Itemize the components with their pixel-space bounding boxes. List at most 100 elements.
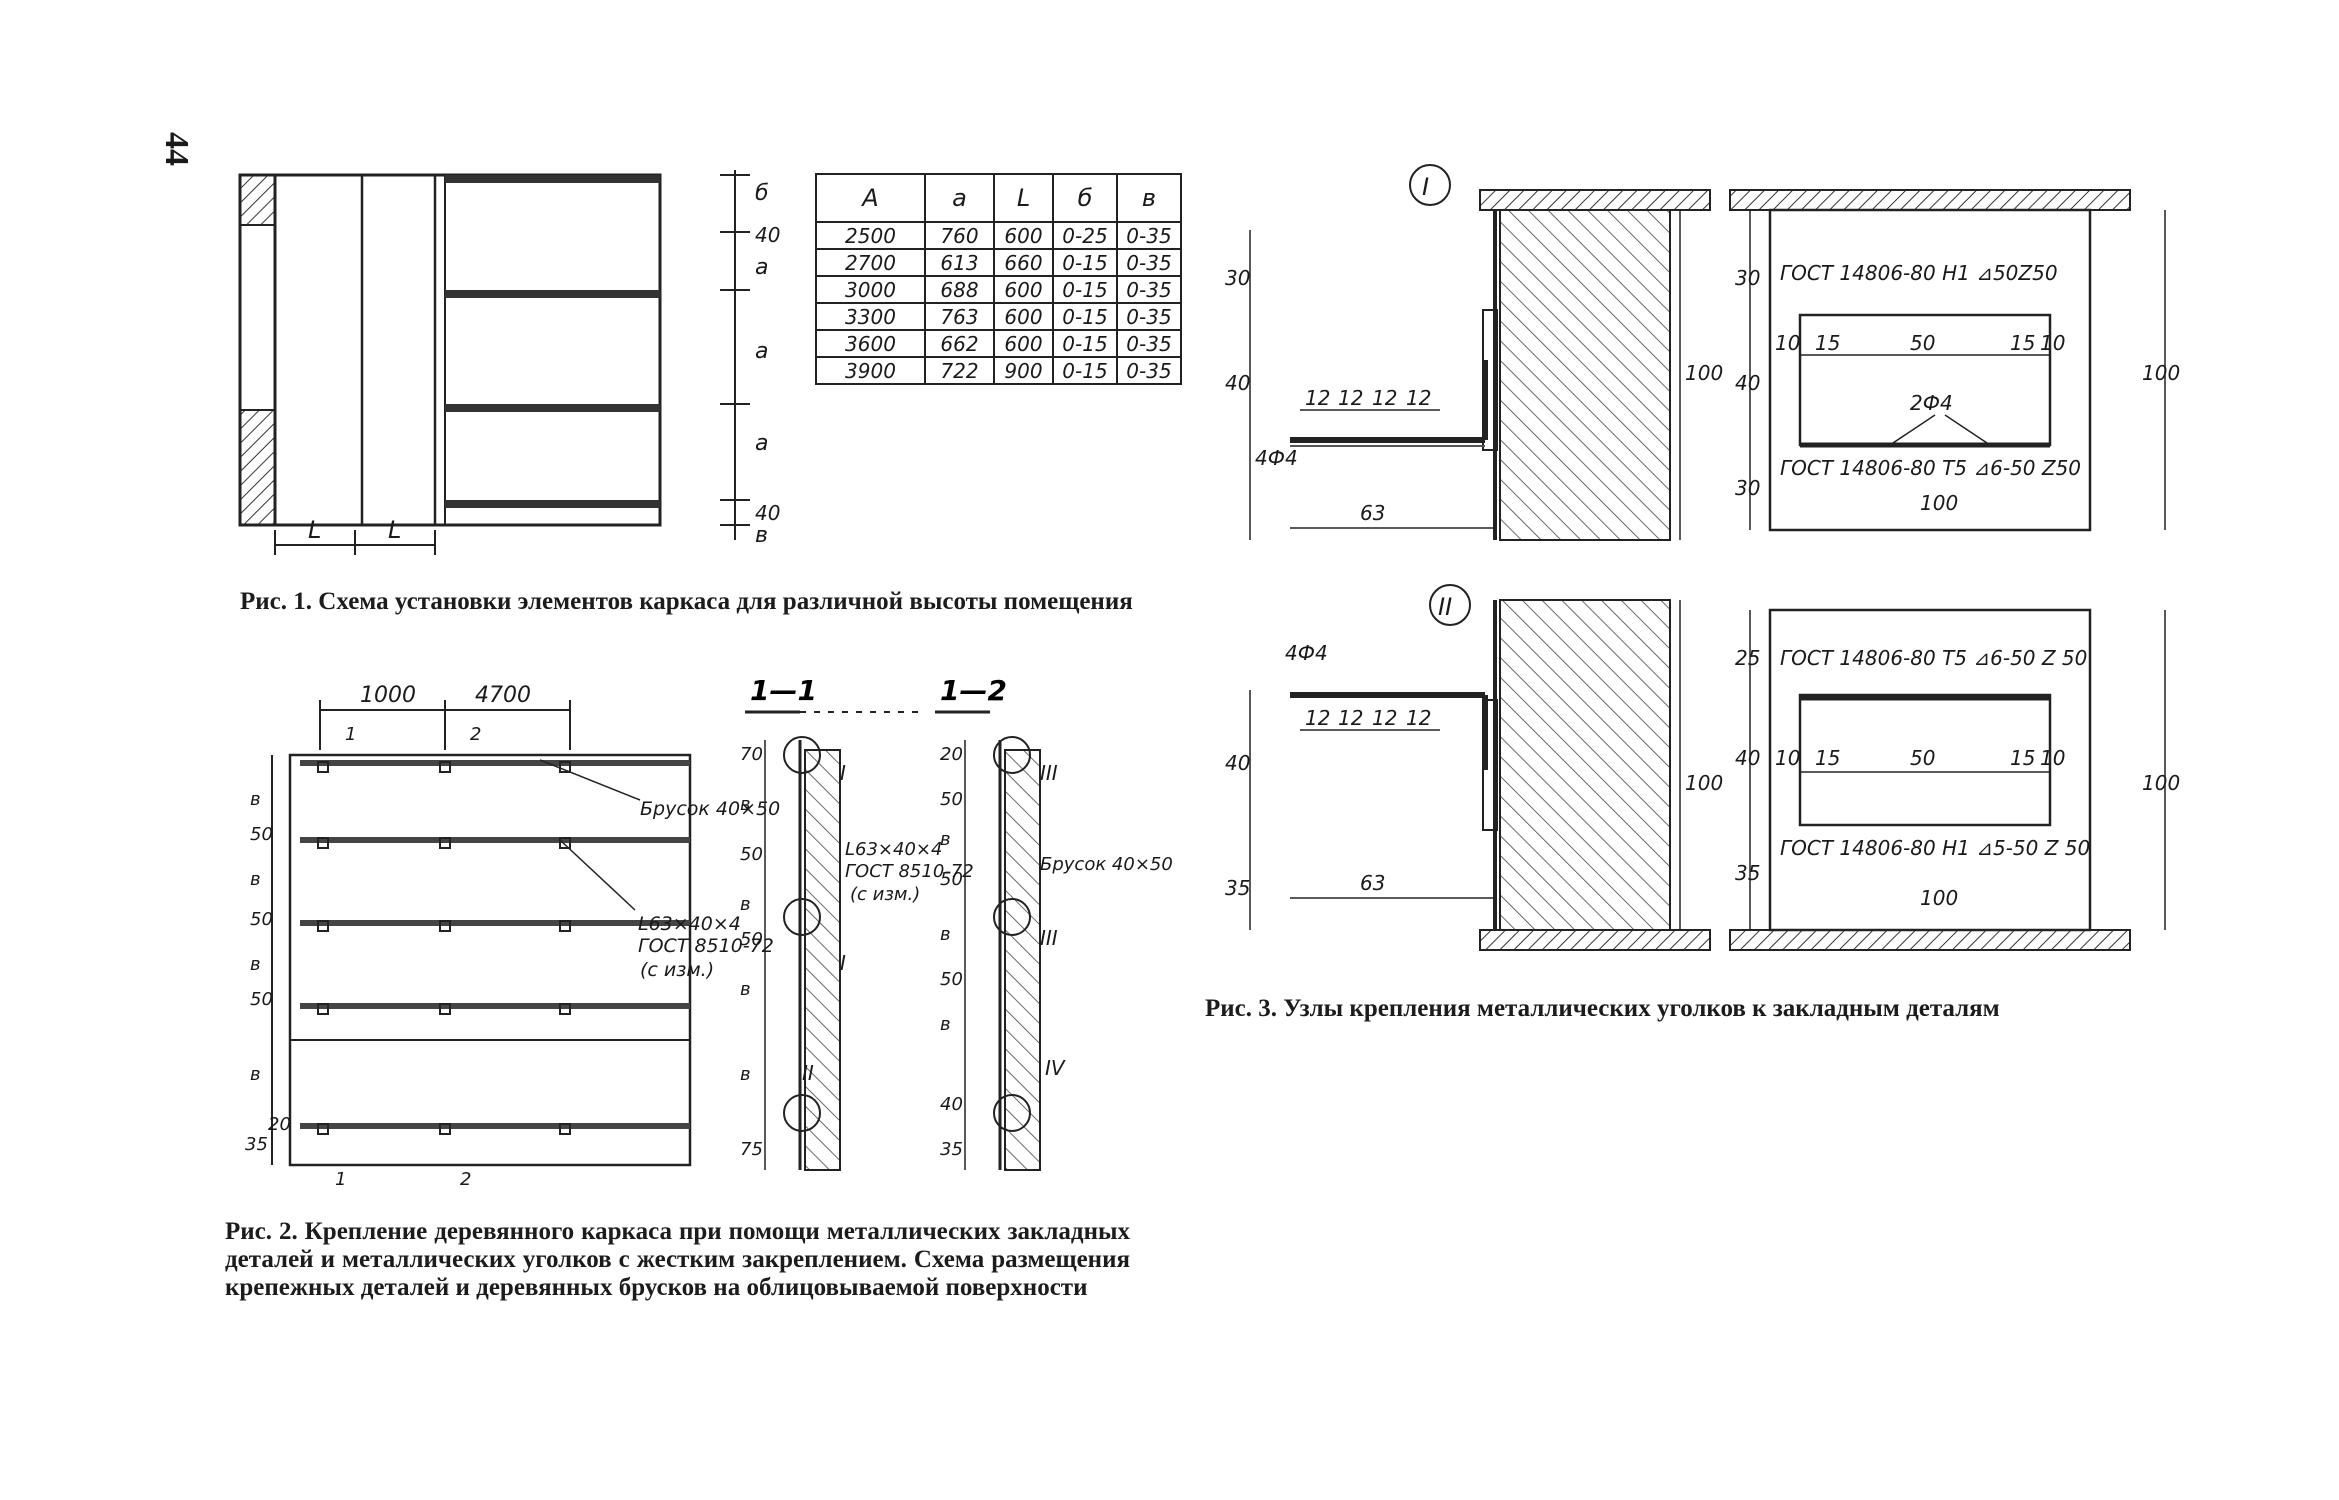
table-cell: 600 [993, 275, 1054, 304]
dim-label: 35 [1225, 876, 1250, 900]
section-mark: 2 [470, 724, 481, 745]
dim-label: 15 [1815, 746, 1840, 770]
table-cell: 900 [993, 356, 1054, 385]
dim-label: в [250, 1064, 261, 1085]
svg-text:б: б [755, 181, 769, 206]
dim-label: 15 [1815, 331, 1840, 355]
table-cell: 722 [924, 356, 995, 385]
table-cell: 0-35 [1116, 356, 1182, 385]
dim-label: 100 [1920, 886, 1958, 910]
table-cell: 3900 [815, 356, 926, 385]
bar-label: 2Ф4 [1910, 391, 1953, 415]
table-cell: 660 [993, 248, 1054, 277]
svg-text:в: в [755, 523, 768, 548]
fig2-angle-label: L63×40×4 [638, 913, 741, 935]
dim-label: 30 [1735, 266, 1760, 290]
node-label: III [1040, 761, 1058, 785]
dim-label: 12 [1406, 386, 1431, 410]
fig2-drawing: 1000 4700 1 2 1 2 Брусок 40×50 L63×40×4 … [245, 674, 1173, 1190]
table-row: 3000 688 600 0-15 0-35 [815, 275, 1182, 304]
bar-label: 4Ф4 [1285, 641, 1328, 665]
svg-text:a: a [755, 255, 768, 280]
dim-label: в [740, 1064, 751, 1085]
dim-label: 50 [740, 929, 763, 950]
dim-label: 30 [1225, 266, 1250, 290]
fig2-dim-4700: 4700 [475, 683, 531, 708]
dim-label: 100 [1685, 771, 1723, 795]
dim-label: 50 [250, 824, 273, 845]
table-cell: 600 [993, 302, 1054, 331]
dim-label: 40 [940, 1094, 963, 1115]
table-cell: 0-35 [1116, 221, 1182, 250]
table-row: 3300 763 600 0-15 0-35 [815, 302, 1182, 331]
dim-label: 63 [1360, 501, 1385, 525]
dim-label: 12 [1338, 386, 1363, 410]
table-cell: 0-15 [1052, 356, 1118, 385]
dim-label: 12 [1406, 706, 1431, 730]
dim-label: 50 [250, 909, 273, 930]
dim-label: 50 [1910, 331, 1935, 355]
table-cell: 2500 [815, 221, 926, 250]
dim-label: 70 [740, 744, 763, 765]
node-label: I [840, 761, 846, 785]
table-cell: 760 [924, 221, 995, 250]
table-header: б [1052, 173, 1118, 223]
dim-label: в [740, 979, 751, 1000]
dim-label: 40 [1225, 371, 1250, 395]
node-label: III [1040, 926, 1058, 950]
fig1-drawing: б 40 a a a 40 в L L [238, 170, 780, 555]
dim-label: 12 [1305, 706, 1330, 730]
dim-label: 20 [268, 1114, 291, 1135]
page-number: 44 [158, 132, 195, 166]
dim-label: в [250, 869, 261, 890]
dim-label: 40 [1735, 746, 1760, 770]
node-label: II [802, 1061, 814, 1085]
fig3-drawing: I 12 12 12 12 4Ф4 63 30 40 100 ГОСТ 1480… [1225, 164, 2180, 951]
svg-text:a: a [755, 431, 768, 456]
node-label: I [1422, 173, 1429, 201]
table-cell: 0-15 [1052, 275, 1118, 304]
table-cell: 0-35 [1116, 248, 1182, 277]
table-cell: 0-35 [1116, 329, 1182, 358]
table-cell: 600 [993, 329, 1054, 358]
dim-label: в [250, 789, 261, 810]
gost-label: ГОСТ 14806-80 H1 ⊿50Z50 [1780, 261, 2058, 285]
dim-label: 100 [2142, 361, 2180, 385]
dim-label: 25 [1735, 646, 1760, 670]
table-cell: 662 [924, 329, 995, 358]
table-cell: 763 [924, 302, 995, 331]
dim-label: 15 [2010, 331, 2035, 355]
section-angle-label: L63×40×4 [845, 839, 942, 860]
svg-text:40: 40 [755, 223, 780, 247]
table-cell: 0-15 [1052, 329, 1118, 358]
fig2-izm-label: (с изм.) [640, 959, 714, 981]
dim-label: в [940, 924, 951, 945]
table-cell: 613 [924, 248, 995, 277]
table-cell: 2700 [815, 248, 926, 277]
section-izm-label: (с изм.) [850, 884, 920, 905]
dim-label: в [740, 894, 751, 915]
dim-label: 100 [2142, 771, 2180, 795]
fig3-caption: Рис. 3. Узлы крепления металлических уго… [1205, 995, 2000, 1022]
table-cell: 0-15 [1052, 302, 1118, 331]
dim-label: 50 [940, 969, 963, 990]
table-row: 3900 722 900 0-15 0-35 [815, 356, 1182, 385]
table-header: в [1116, 173, 1182, 223]
svg-text:a: a [755, 339, 768, 364]
section-mark: 1 [345, 724, 356, 745]
gost-label: ГОСТ 14806-80 H1 ⊿5-50 Z 50 [1780, 836, 2090, 860]
dim-label: 50 [1910, 746, 1935, 770]
dim-label: в [940, 829, 951, 850]
node-label: I [840, 951, 846, 975]
fig2-brusok-label: Брусок 40×50 [640, 798, 780, 820]
table-cell: 688 [924, 275, 995, 304]
fig1-dimension-table: A a L б в 2500 760 600 0-25 0-35 2700 61… [815, 173, 1182, 385]
dim-label: 50 [250, 989, 273, 1010]
svg-text:L: L [308, 516, 321, 544]
table-header: a [924, 173, 995, 223]
node-label: IV [1045, 1056, 1066, 1080]
dim-label: 20 [940, 744, 963, 765]
gost-label: ГОСТ 14806-80 T5 ⊿6-50 Z50 [1780, 456, 2081, 480]
dim-label: 10 [1775, 331, 1800, 355]
dim-label: 35 [1735, 861, 1760, 885]
